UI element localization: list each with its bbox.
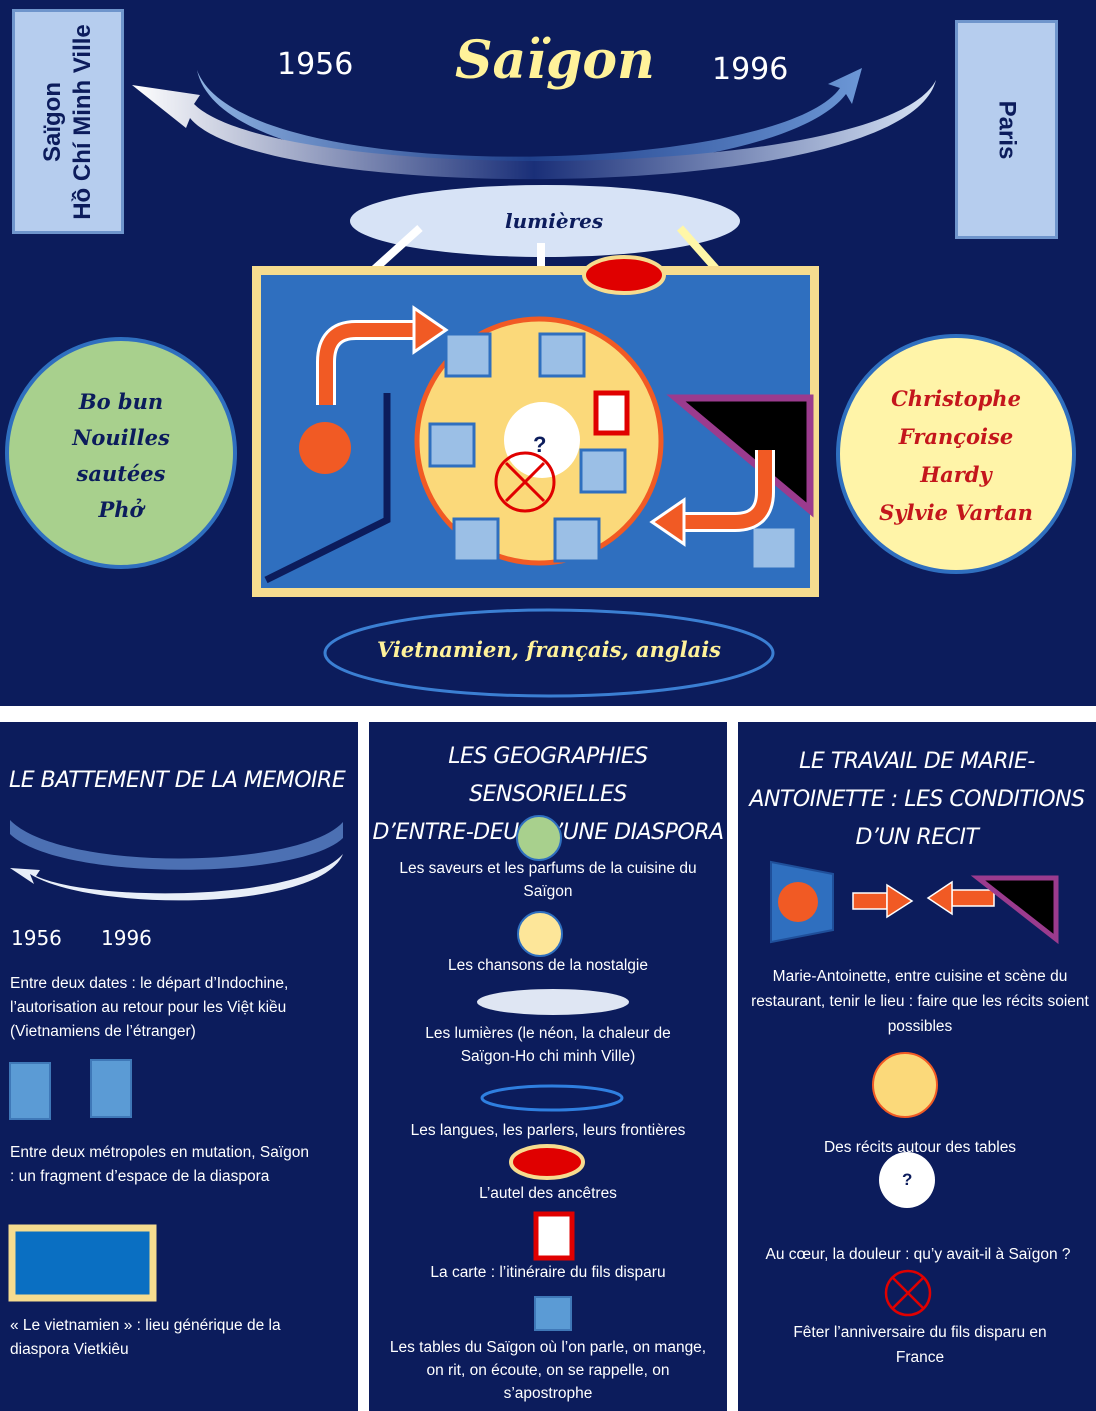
green-circle-icon [516, 815, 562, 861]
panel-geographies: LES GEOGRAPHIES SENSORIELLES D’ENTRE-DEU… [369, 722, 727, 1411]
panel2-shapes [477, 815, 629, 1331]
food-item: Bo bun [78, 389, 164, 414]
metropoles-text: Entre deux métropoles en mutation, Saïgo… [10, 1144, 309, 1185]
panel3-question-mark: ? [902, 1170, 913, 1189]
yellow-circle-icon [517, 911, 563, 957]
lumieres-text: Les lumières (le néon, la chaleur de Saï… [425, 1025, 671, 1065]
orange-arrow-into-circle [316, 305, 449, 405]
diagram-shapes [5, 68, 1076, 698]
marie-text: Marie-Antoinette, entre cuisine et scène… [751, 968, 1089, 1035]
stage-triangle [666, 394, 814, 518]
language-ellipse-icon [480, 1084, 624, 1112]
langues-text: Les langues, les parlers, leurs frontièr… [410, 1122, 686, 1139]
food-list: Bo bun Nouilles sautées Phở [41, 384, 201, 528]
diagram-title: Saïgon [455, 30, 655, 91]
metropole-square-left [9, 1062, 51, 1120]
orange-arrow-back [649, 450, 775, 547]
carte-text: La carte : l’itinéraire du fils disparu [430, 1264, 666, 1281]
panel-marie-antoinette: LE TRAVAIL DE MARIE- ANTOINETTE : LES CO… [738, 722, 1096, 1411]
altar-ellipse [582, 255, 666, 295]
dates-text: Entre deux dates : le départ d’Indochine… [10, 975, 289, 1040]
orange-dot [299, 422, 351, 474]
question-circle [504, 402, 580, 478]
arc-arrow-to-paris [197, 68, 862, 171]
panel1-year-1996: 1996 [101, 926, 152, 950]
altar-ellipse-icon [509, 1144, 585, 1180]
crossed-circle-small-icon [884, 1269, 932, 1317]
light-ellipse-icon [477, 989, 629, 1015]
question-mark: ? [533, 432, 547, 457]
year-1996: 1996 [712, 52, 789, 87]
table-square-icon [534, 1296, 572, 1331]
panel1-year-1956: 1956 [11, 926, 62, 950]
stage-triangle-icon [970, 875, 1059, 945]
story-circle-icon [872, 1052, 938, 1118]
panel-memory: LE BATTEMENT DE LA MEMOIRE 1956 1996 Ent… [0, 722, 358, 1411]
panel3-title: LE TRAVAIL DE MARIE- ANTOINETTE : LES CO… [749, 749, 1085, 850]
panel1-shapes [8, 820, 343, 1302]
arc-arrow-to-saigon [132, 80, 936, 180]
singer-item: Sylvie Vartan [879, 500, 1033, 525]
kitchen-dot [778, 882, 818, 922]
saveurs-text: Les saveurs et les parfums de la cuisine… [399, 860, 697, 900]
table-squares [428, 332, 798, 571]
chansons-text: Les chansons de la nostalgie [448, 957, 648, 974]
lights-ellipse [350, 185, 740, 257]
generic-place-box [8, 1224, 157, 1302]
songs-circle [836, 334, 1076, 574]
top-diagram: Saïgon Hồ Chí Minh Ville Paris [0, 0, 1096, 706]
crossed-circle-icon [494, 451, 556, 513]
generic-text: « Le vietnamien » : lieu générique de la… [10, 1317, 281, 1358]
singer-item: Hardy [920, 462, 992, 487]
douleur-text: Au cœur, la douleur : qu’y avait-il à Sa… [765, 1246, 1071, 1263]
arrow-right-icon [852, 883, 914, 919]
saigon-hcm-box: Saïgon Hồ Chí Minh Ville [12, 9, 124, 234]
map-card-icon [533, 1211, 575, 1261]
panel1-arc-bottom [10, 854, 343, 901]
year-1956: 1956 [277, 47, 354, 82]
languages-ellipse [323, 608, 775, 698]
feter-text: Fêter l’anniversaire du fils disparu en … [793, 1324, 1047, 1366]
navy-line [264, 393, 391, 584]
food-item: Phở [98, 497, 144, 522]
tables-text: Les tables du Saïgon où l’on parle, on m… [389, 1339, 707, 1402]
singer-item: Françoise [898, 424, 1014, 449]
food-item: Nouilles [72, 425, 170, 450]
map-card [593, 390, 630, 436]
food-item: sautées [76, 461, 166, 486]
panel1-title: LE BATTEMENT DE LA MEMOIRE [9, 768, 346, 793]
paris-box: Paris [955, 20, 1058, 239]
recits-text: Des récits autour des tables [823, 1139, 1017, 1156]
panel3-shapes [770, 860, 1059, 1317]
singers-list: Christophe Françoise Hardy Sylvie Vartan [866, 380, 1046, 532]
arrow-left-icon [926, 880, 995, 916]
panel1-arc-top [10, 820, 343, 870]
question-circle-icon [879, 1152, 935, 1208]
singer-item: Christophe [891, 386, 1021, 411]
languages-label: Vietnamien, français, anglais [376, 637, 722, 662]
lights-label: lumières [505, 209, 604, 233]
autel-text: L’autel des ancêtres [479, 1185, 617, 1202]
food-circle [5, 337, 237, 569]
metropole-square-right [90, 1059, 132, 1118]
